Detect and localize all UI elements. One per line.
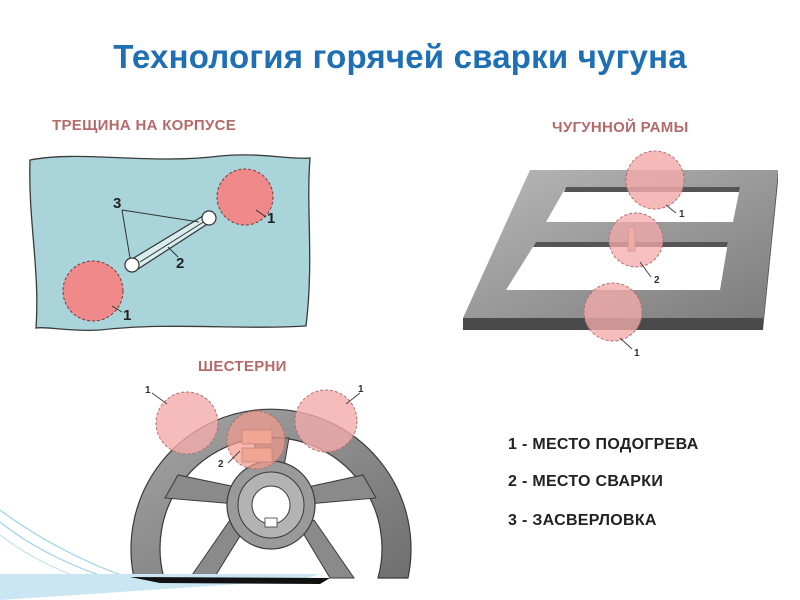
- leader-line: [227, 450, 241, 464]
- heat-zone-circle: [583, 282, 643, 342]
- callout-number: 2: [176, 255, 184, 272]
- leader-line: [255, 209, 267, 218]
- frame-window-lower: [506, 242, 728, 290]
- keyway: [264, 517, 278, 528]
- leader-line: [167, 246, 179, 258]
- leader-line: [121, 209, 131, 259]
- heat-zone-circle: [608, 212, 664, 268]
- heat-zone-circle: [155, 391, 219, 455]
- frame-diagram: 1 2 1: [463, 150, 778, 359]
- leader-line: [121, 209, 200, 223]
- slide-decoration: [0, 509, 330, 600]
- decor-line: [0, 521, 116, 581]
- callout-number: 1: [267, 210, 275, 227]
- heat-zone-circle: [294, 389, 358, 453]
- page-title: Технология горячей сварки чугуна: [113, 38, 687, 75]
- leader-line: [151, 392, 168, 405]
- leader-line: [665, 204, 677, 214]
- drill-hole: [124, 257, 140, 273]
- gear-section-label: ШЕСТЕРНИ: [198, 358, 287, 375]
- leader-line: [345, 392, 361, 405]
- crack-section-label: ТРЕЩИНА НА КОРПУСЕ: [52, 117, 237, 134]
- leader-line: [639, 261, 652, 278]
- heat-zone-circle: [216, 168, 274, 226]
- gear-diagram: 1 1 2: [130, 384, 412, 579]
- callout-number: 2: [654, 275, 660, 286]
- callout-number: 1: [123, 307, 131, 324]
- callout-number: 1: [634, 348, 640, 359]
- heat-zone-circle: [226, 410, 286, 470]
- heat-zone-circle: [62, 260, 124, 322]
- leader-line: [111, 305, 123, 313]
- crack-diagram: 3 2 1 1: [29, 154, 311, 332]
- callout-number: 2: [218, 459, 224, 470]
- drill-hole: [201, 210, 217, 226]
- frame-section-label: ЧУГУННОЙ РАМЫ: [552, 119, 689, 136]
- legend-welding-item: 2 - МЕСТО СВАРКИ: [508, 473, 664, 490]
- heat-zone-circle: [625, 150, 685, 210]
- frame-side-edge: [763, 170, 778, 330]
- crack-line: [139, 220, 206, 263]
- decor-swoosh-dark: [130, 577, 330, 584]
- callout-number: 3: [113, 195, 121, 212]
- callout-number: 1: [679, 209, 685, 220]
- legend-drilling-item: 3 - ЗАСВЕРЛОВКА: [508, 512, 657, 529]
- decor-line: [0, 509, 131, 579]
- leader-line: [619, 337, 633, 350]
- callout-number: 1: [358, 384, 364, 395]
- callout-number: 1: [145, 385, 151, 396]
- legend-heating-item: 1 - МЕСТО ПОДОГРЕВА: [508, 436, 699, 453]
